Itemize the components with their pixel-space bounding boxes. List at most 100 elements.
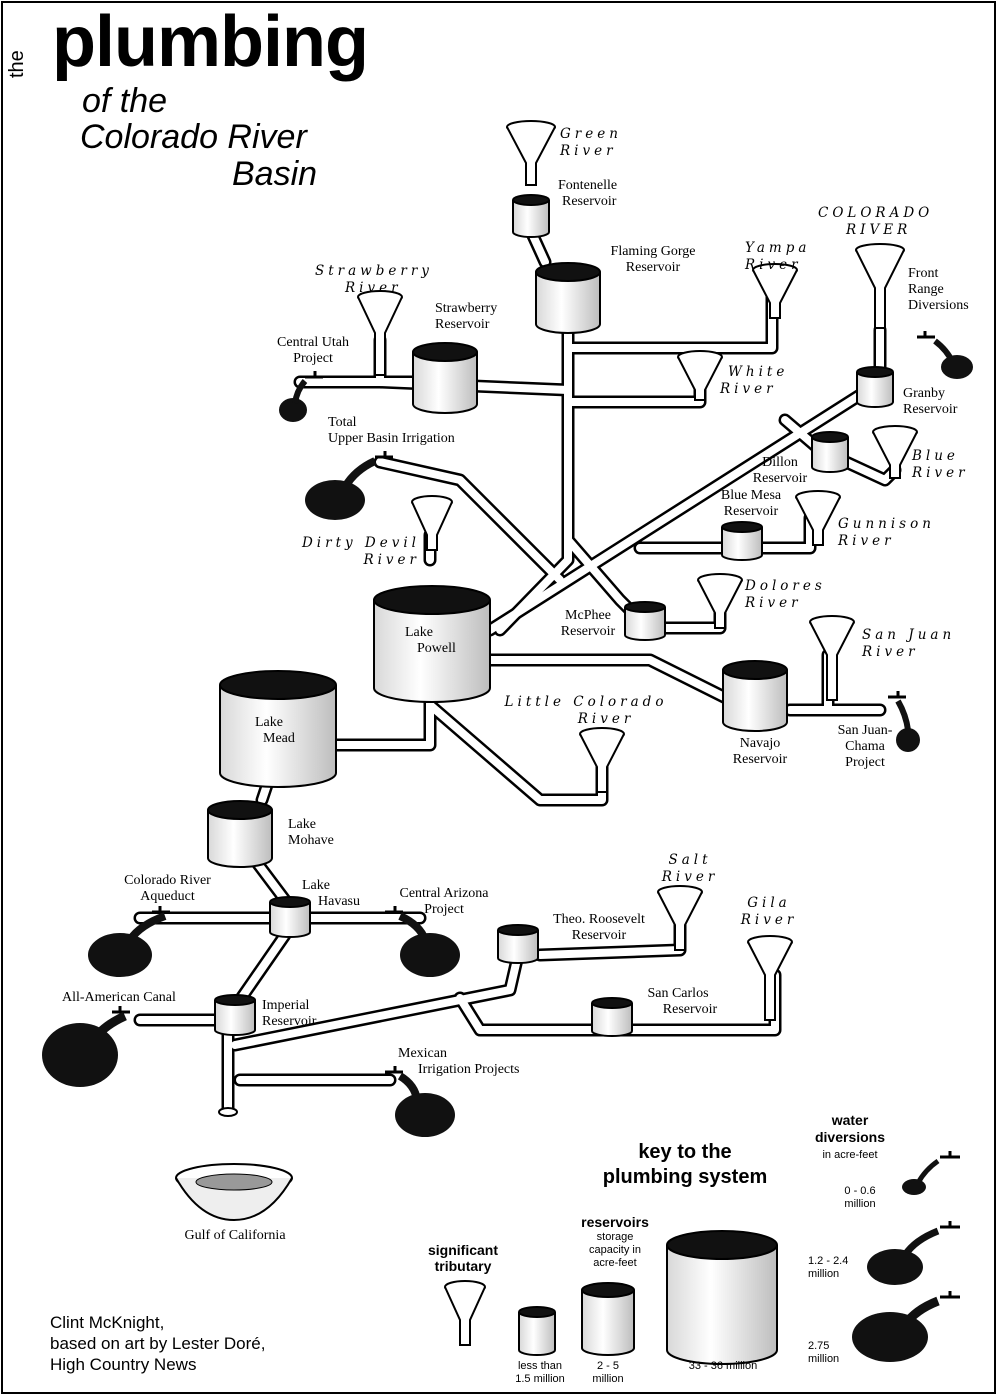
- water-diversions: [42, 331, 973, 1362]
- faucet-icon: [42, 1006, 130, 1087]
- credit: Clint McKnight,based on art by Lester Do…: [50, 1313, 266, 1374]
- reservoir-icon: [373, 585, 491, 703]
- funnel-icon: [411, 495, 453, 551]
- reservoir-icon: [811, 431, 849, 473]
- reservoir-icon: [591, 997, 633, 1037]
- reservoir-icon: [497, 924, 539, 964]
- key-reservoirs-title: reservoirs: [581, 1214, 649, 1230]
- reservoir-icon: [722, 660, 788, 732]
- funnel-icon: [872, 425, 918, 479]
- funnel-icon: [444, 1280, 486, 1346]
- faucet-icon: [88, 906, 170, 977]
- reservoir-icon: [518, 1306, 556, 1356]
- label-all-american: All-American Canal: [62, 990, 176, 1005]
- reservoir-icon: [269, 896, 311, 938]
- pipe-outlet: [218, 1107, 238, 1117]
- reservoir-icon: [214, 994, 256, 1036]
- funnel-icon: [747, 935, 793, 1021]
- funnel-icon: [677, 350, 723, 401]
- title-line2: of the: [82, 82, 168, 120]
- funnel-icon: [697, 573, 743, 629]
- title-prefix: the: [6, 50, 28, 78]
- page-title: plumbing: [52, 2, 369, 82]
- faucet-icon: [852, 1291, 960, 1362]
- gulf-bowl-icon: [175, 1163, 293, 1222]
- funnel-icon: [579, 727, 625, 793]
- key-diversions-sub: in acre-feet: [822, 1149, 878, 1161]
- funnel-icon: [752, 263, 798, 319]
- faucet-icon: [888, 691, 920, 752]
- reservoir-icon: [624, 601, 666, 641]
- funnel-icon: [855, 243, 905, 329]
- tributary-funnels: [357, 120, 918, 1346]
- funnel-icon: [657, 885, 703, 951]
- reservoir-icon: [666, 1230, 778, 1365]
- faucet-icon: [917, 331, 973, 379]
- faucet-icon: [385, 906, 460, 977]
- reservoir-icon: [412, 342, 478, 414]
- reservoir-icon: [207, 800, 273, 868]
- reservoir-icon: [535, 262, 601, 334]
- key-size-large: 33 - 36 million: [688, 1360, 758, 1372]
- title-line4: Basin: [232, 155, 318, 193]
- label-gulf: Gulf of California: [184, 1228, 286, 1243]
- faucet-icon: [385, 1066, 455, 1137]
- reservoir-icon: [856, 366, 894, 408]
- faucet-icon: [279, 371, 323, 422]
- faucet-icon: [867, 1221, 960, 1285]
- reservoir-icon: [512, 194, 550, 238]
- funnel-icon: [795, 490, 841, 546]
- funnel-icon: [506, 120, 556, 186]
- reservoirs: [207, 194, 894, 1365]
- reservoir-icon: [581, 1282, 635, 1356]
- reservoir-icon: [721, 521, 763, 561]
- funnel-icon: [809, 615, 855, 701]
- title-line3: Colorado River: [80, 118, 307, 156]
